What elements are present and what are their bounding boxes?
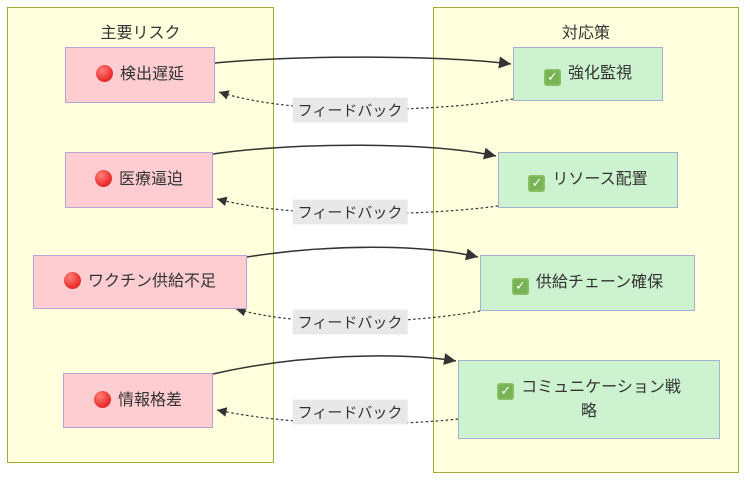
red-circle-icon [63, 272, 81, 290]
risk-node-2-label: 医療逼迫 [118, 171, 183, 189]
measure-node-3-label: 供給チェーン確保 [535, 274, 664, 292]
measure-node-1: ✓ 強化監視 [513, 47, 663, 101]
measure-node-2: ✓ リソース配置 [498, 152, 678, 208]
feedback-label-2: フィードバック [292, 199, 408, 225]
red-circle-icon [93, 390, 111, 408]
check-mark-icon: ✓ [543, 68, 561, 86]
risk-node-1-label: 検出遅延 [119, 66, 184, 84]
group-risks-title: 主要リスク [100, 25, 181, 42]
feedback-label-3: フィードバック [292, 309, 408, 335]
measure-node-4: ✓ コミュニケーション戦略 [458, 360, 720, 439]
measure-node-3: ✓ 供給チェーン確保 [480, 255, 695, 311]
group-measures-title: 対応策 [561, 25, 610, 42]
risk-node-3-label: ワクチン供給不足 [87, 273, 216, 291]
check-mark-icon: ✓ [511, 277, 529, 295]
risk-node-4-label: 情報格差 [117, 391, 182, 409]
red-circle-icon [94, 170, 112, 188]
risk-node-3: ワクチン供給不足 [33, 255, 247, 309]
risk-node-2: 医療逼迫 [65, 152, 213, 208]
measure-node-2-label: リソース配置 [552, 171, 648, 189]
risk-node-1: 検出遅延 [65, 47, 215, 103]
feedback-label-1: フィードバック [292, 97, 408, 123]
check-mark-icon: ✓ [528, 174, 546, 192]
measure-node-4-label: コミュニケーション戦略 [521, 378, 681, 420]
measure-node-1-label: 強化監視 [567, 65, 632, 83]
feedback-label-4: フィードバック [292, 399, 408, 425]
check-mark-icon: ✓ [497, 382, 515, 400]
risk-node-4: 情報格差 [63, 373, 213, 428]
red-circle-icon [95, 65, 113, 83]
